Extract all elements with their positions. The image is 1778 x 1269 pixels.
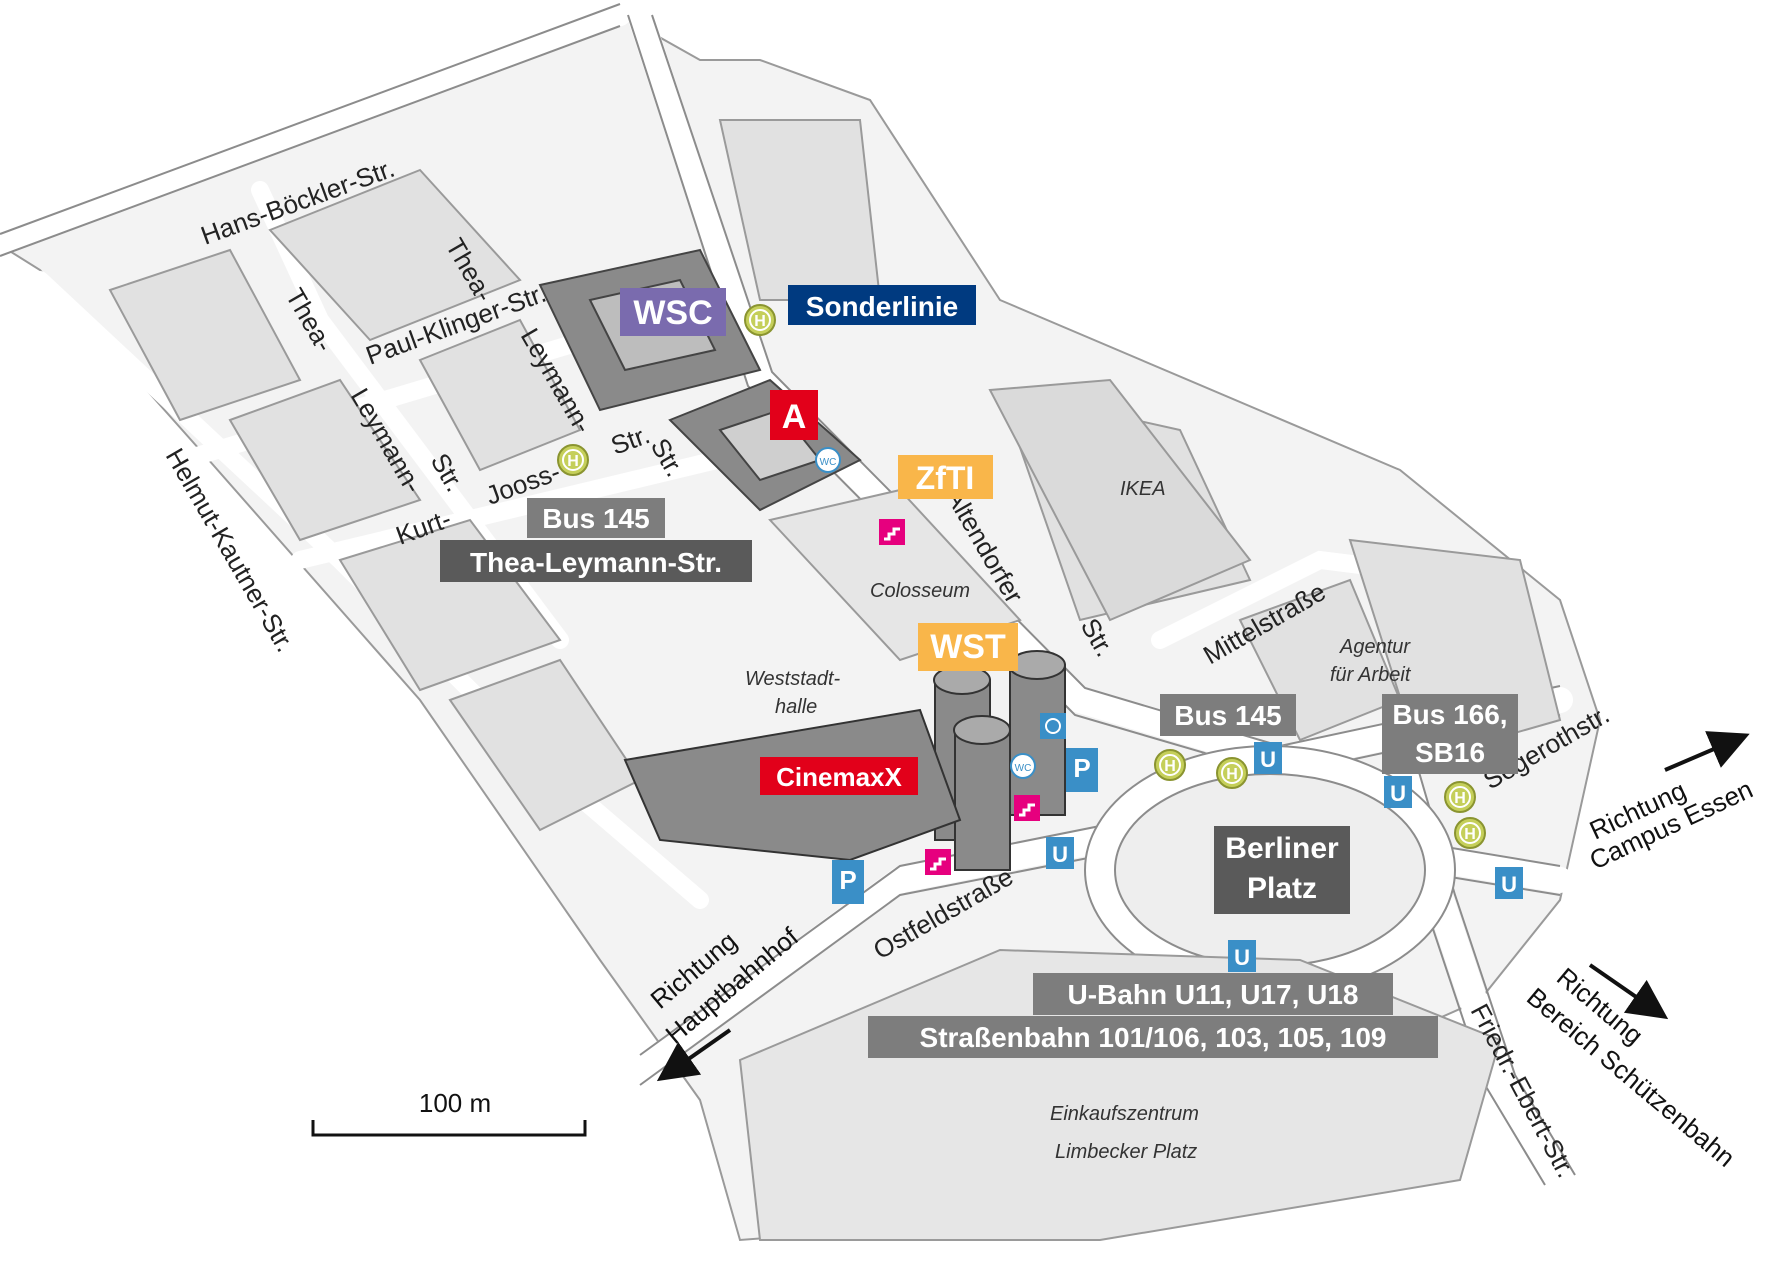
place-label-einkauf-b: Limbecker Platz [1055,1141,1197,1163]
a-badge[interactable]: A [770,390,818,440]
place-label-einkauf-a: Einkaufszentrum [1050,1103,1199,1125]
sonderlinie-badge[interactable]: Sonderlinie [788,285,976,325]
stairs-icon [1012,793,1042,823]
wst-badge[interactable]: WST [918,623,1018,671]
stairs-icon [877,517,907,547]
wst-badge-label: WST [930,628,1006,666]
thea-leymann-stop-badge[interactable]: Thea-Leymann-Str. [440,540,752,582]
ubahn-icon[interactable] [1384,776,1412,808]
place-label-weststadthalle-a: Weststadt- [745,668,841,690]
arrow-schuetzen-icon [1588,963,1669,1020]
wsc-badge-label: WSC [633,294,712,332]
arrow-hbf-icon [656,1028,732,1082]
berliner-platz-label-b: Platz [1247,872,1317,905]
a-badge-label: A [782,398,807,436]
berliner-platz-badge[interactable]: Berliner Platz [1214,826,1350,914]
bus-166-label-b: SB16 [1415,737,1485,768]
wc-icon: WC [815,447,841,473]
ubahn-icon[interactable] [1228,940,1256,972]
zfti-badge[interactable]: ZfTI [898,455,993,499]
a-building [668,378,862,512]
sonderlinie-badge-label: Sonderlinie [806,291,958,322]
scale-bar: 100 m [311,1088,587,1137]
place-label-colosseum: Colosseum [870,580,970,602]
wheelchair-icon [1040,713,1066,739]
parking-accessible-icon[interactable]: P [832,860,864,904]
place-label-ikea: IKEA [1120,478,1166,500]
zfti-badge-label: ZfTI [916,460,975,496]
cinemaxx-badge-label: CinemaxX [776,762,902,792]
scale-bar-label: 100 m [419,1088,491,1118]
ikea-building [988,378,1252,622]
parking-accessible-icon[interactable]: P [1066,748,1098,792]
thea-leymann-stop-label: Thea-Leymann-Str. [470,547,722,578]
bus-stop-icon[interactable] [744,304,776,336]
place-label-agentur-a: Agentur [1339,636,1411,658]
wsc-badge[interactable]: WSC [620,288,726,336]
wc-icon: WC [1010,753,1036,779]
strassenbahn-lines-label: Straßenbahn 101/106, 103, 105, 109 [920,1022,1387,1053]
bus-166-badge[interactable]: Bus 166, SB16 [1382,694,1518,774]
arrow-campus-icon [1664,731,1750,772]
bus-stop-icon[interactable] [1444,781,1476,813]
ubahn-lines-badge[interactable]: U-Bahn U11, U17, U18 [1033,973,1393,1015]
stairs-icon [923,847,953,877]
bus-stop-icon[interactable] [1216,757,1248,789]
bus-145-thea-label: Bus 145 [542,503,649,534]
bus-145-thea-badge[interactable]: Bus 145 [527,498,665,538]
ubahn-icon[interactable] [1254,742,1282,774]
svg-text:P: P [839,865,856,895]
svg-text:P: P [1073,753,1090,783]
cinemaxx-badge[interactable]: CinemaxX [760,757,918,795]
bus-145-berlin-label: Bus 145 [1174,700,1281,731]
road-edges [0,3,1576,1186]
svg-text:WC: WC [820,457,837,468]
bus-166-label-a: Bus 166, [1392,699,1507,730]
bus-stop-icon[interactable] [557,444,589,476]
strassenbahn-lines-badge[interactable]: Straßenbahn 101/106, 103, 105, 109 [868,1016,1438,1058]
ubahn-icon[interactable] [1495,867,1523,899]
place-label-agentur-b: für Arbeit [1330,664,1412,686]
bus-stop-icon[interactable] [1454,817,1486,849]
ubahn-lines-label: U-Bahn U11, U17, U18 [1068,979,1359,1010]
ubahn-icon[interactable] [1046,837,1074,869]
bus-stop-icon[interactable] [1154,749,1186,781]
berliner-platz-label-a: Berliner [1225,832,1339,865]
place-label-weststadthalle-b: halle [775,696,817,718]
colosseum-building [768,488,1022,662]
svg-text:WC: WC [1015,763,1032,774]
bus-145-berlin-badge[interactable]: Bus 145 [1160,694,1296,736]
